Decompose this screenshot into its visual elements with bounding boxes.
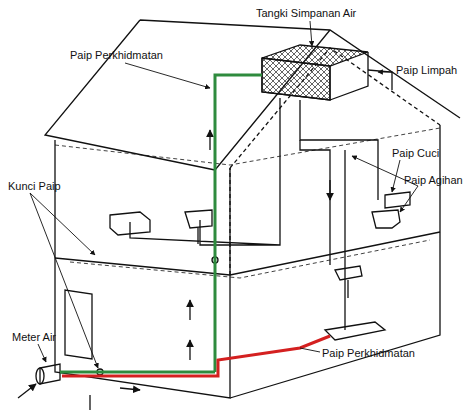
part-label: Paip Perkhidmatan	[70, 49, 163, 62]
part-label: Meter Air	[12, 331, 56, 344]
part-label: Paip Limpah	[396, 64, 457, 77]
part-label: Kunci Paip	[8, 180, 61, 193]
part-label: Tangki Simpanan Air	[256, 7, 356, 20]
part-label: Paip Cuci	[392, 147, 439, 160]
part-label: Paip Perkhidmatan	[322, 347, 415, 360]
part-label: Paip Agihan	[404, 174, 463, 187]
